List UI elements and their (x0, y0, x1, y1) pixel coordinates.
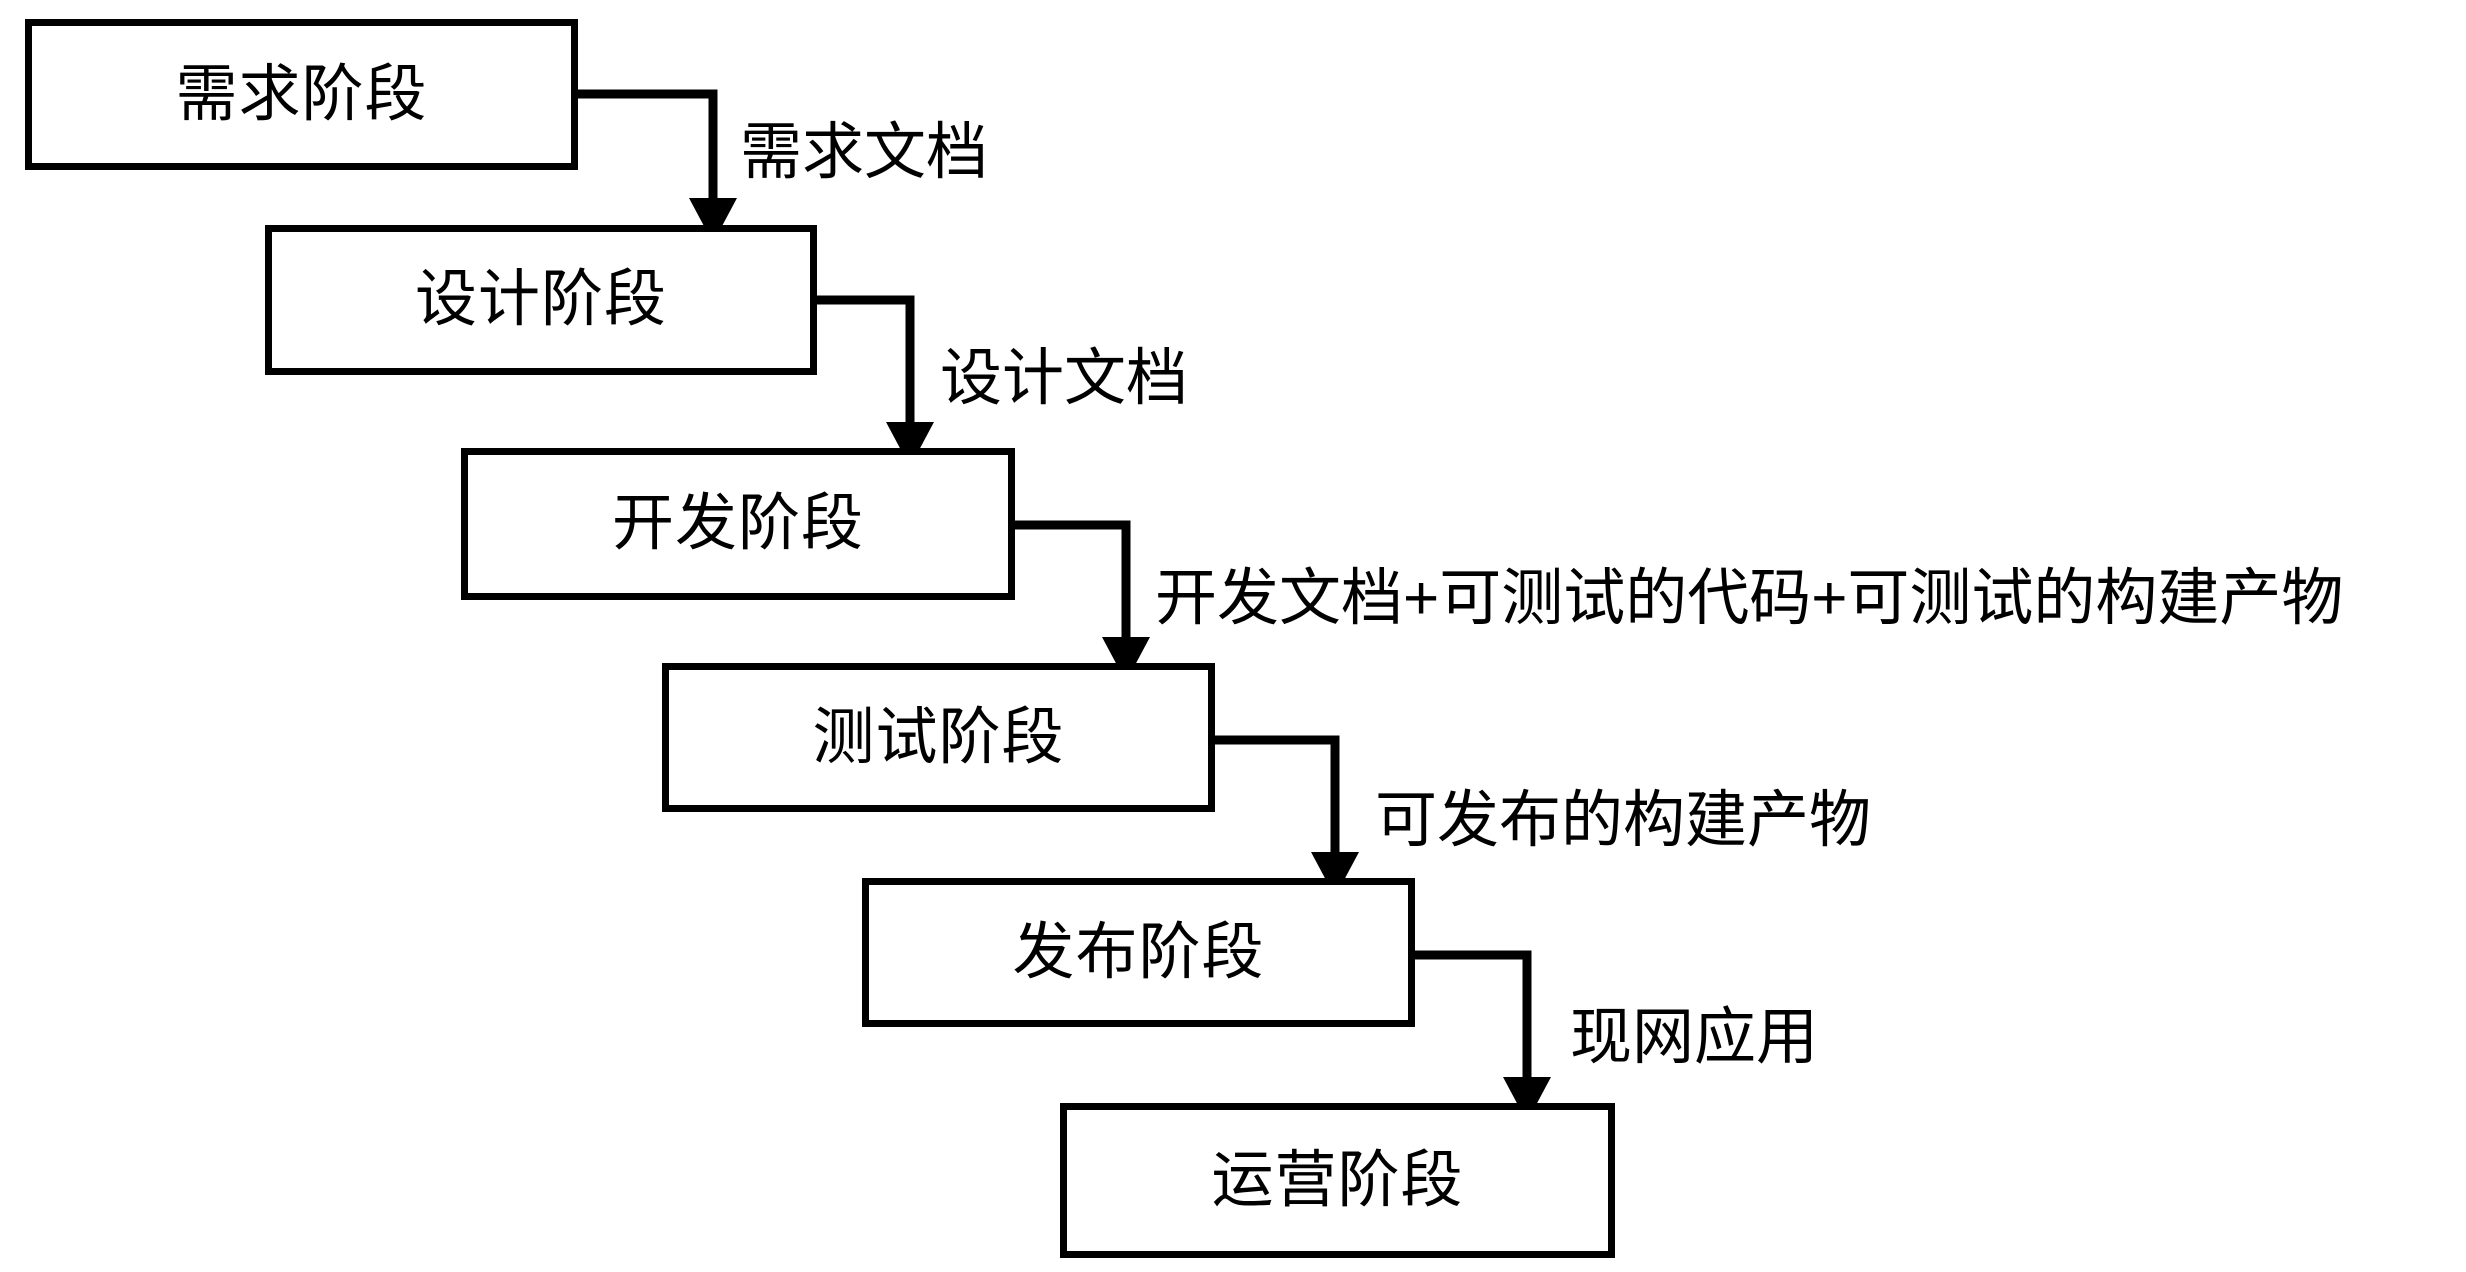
phase-box-design[interactable]: 设计阶段 (265, 225, 817, 375)
phase-label-testing: 测试阶段 (812, 702, 1065, 772)
connector-development-to-testing (1015, 520, 1150, 682)
connector-testing-to-release (1215, 735, 1359, 897)
connector-design-to-development (817, 295, 934, 467)
arrowhead-icon (1102, 637, 1150, 682)
phase-box-release[interactable]: 发布阶段 (862, 878, 1415, 1027)
phase-label-requirement: 需求阶段 (175, 59, 428, 129)
connector-line (1015, 520, 1131, 639)
edge-label-live-application: 现网应用 (1570, 1003, 1819, 1072)
connector-line (578, 89, 718, 200)
edge-label-releasable-artifacts: 可发布的构建产物 (1375, 786, 1872, 855)
edge-label-requirement-document: 需求文档 (740, 118, 989, 187)
arrowhead-icon (886, 422, 934, 467)
connector-line (1215, 735, 1340, 854)
edge-label-design-document: 设计文档 (940, 344, 1189, 413)
phase-label-development: 开发阶段 (611, 489, 864, 558)
phase-box-operation[interactable]: 运营阶段 (1060, 1103, 1615, 1258)
phase-box-development[interactable]: 开发阶段 (461, 448, 1015, 600)
arrowhead-icon (1503, 1077, 1551, 1122)
connector-line (1415, 950, 1532, 1079)
phase-box-testing[interactable]: 测试阶段 (662, 663, 1215, 812)
phase-label-release: 发布阶段 (1012, 917, 1265, 987)
connector-release-to-operation (1415, 950, 1551, 1122)
edge-label-development-artifacts: 开发文档+可测试的代码+可测试的构建产物 (1155, 564, 2344, 633)
arrowhead-icon (689, 198, 737, 243)
phase-box-requirement[interactable]: 需求阶段 (25, 19, 578, 170)
phase-label-operation: 运营阶段 (1211, 1145, 1464, 1215)
connector-requirement-to-design (578, 89, 737, 243)
phase-label-design: 设计阶段 (414, 265, 667, 334)
arrowhead-icon (1311, 852, 1359, 897)
connector-line (817, 295, 915, 424)
